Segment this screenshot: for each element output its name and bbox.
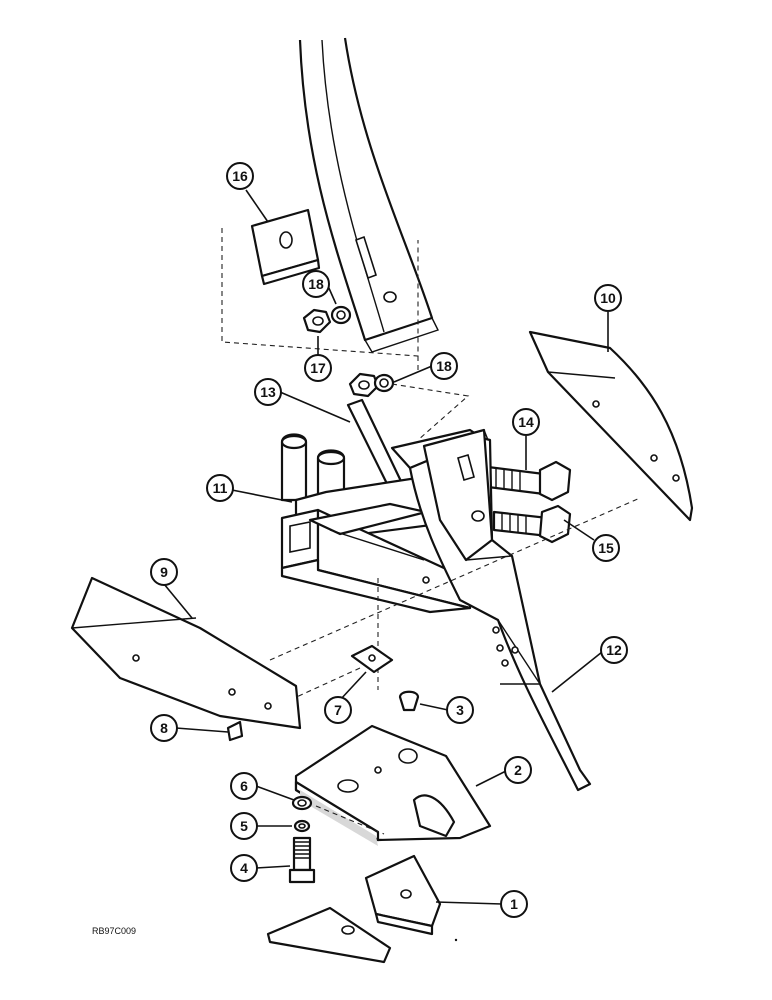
callout-label: 5 <box>240 818 248 834</box>
tip-1 <box>364 854 442 936</box>
frame-11 <box>280 433 482 614</box>
washer-6 <box>291 795 313 811</box>
callout-7: 7 <box>324 696 352 724</box>
nut-washer-upper <box>302 305 352 334</box>
callout-label: 2 <box>514 762 522 778</box>
wing-9 <box>70 576 302 730</box>
callout-label: 9 <box>160 564 168 580</box>
callout-label: 13 <box>260 384 276 400</box>
callout-3: 3 <box>446 696 474 724</box>
callout-label: 14 <box>518 414 534 430</box>
callout-label: 12 <box>606 642 622 658</box>
callout-label: 18 <box>308 276 324 292</box>
callout-label: 7 <box>334 702 342 718</box>
callout-18-upper: 18 <box>302 270 330 298</box>
reference-code: RB97C009 <box>92 926 136 936</box>
callout-6: 6 <box>230 772 258 800</box>
point-2 <box>294 724 492 846</box>
callout-label: 15 <box>598 540 614 556</box>
leader-lines <box>163 189 609 905</box>
callout-17: 17 <box>304 354 332 382</box>
speck <box>454 938 458 942</box>
curved-shank <box>298 37 439 353</box>
bolt-14 <box>478 460 572 502</box>
callout-8: 8 <box>150 714 178 742</box>
callout-label: 8 <box>160 720 168 736</box>
callout-13: 13 <box>254 378 282 406</box>
plow-bolt-8 <box>226 720 244 742</box>
plow-bolt-3 <box>398 690 420 712</box>
callout-11: 11 <box>206 474 234 502</box>
callout-label: 6 <box>240 778 248 794</box>
callout-label: 16 <box>232 168 248 184</box>
callout-label: 1 <box>510 896 518 912</box>
lockwasher-5 <box>293 819 311 833</box>
callout-label: 18 <box>436 358 452 374</box>
callout-9: 9 <box>150 558 178 586</box>
clip-7 <box>350 644 394 674</box>
callout-2: 2 <box>504 756 532 784</box>
callout-label: 3 <box>456 702 464 718</box>
callout-1: 1 <box>500 890 528 918</box>
nut-washer-lower <box>348 372 395 398</box>
callout-label: 4 <box>240 860 248 876</box>
bolt-4 <box>288 836 316 884</box>
callout-5: 5 <box>230 812 258 840</box>
callout-label: 10 <box>600 290 616 306</box>
callout-10: 10 <box>594 284 622 312</box>
callout-12: 12 <box>600 636 628 664</box>
wear-piece <box>266 906 392 964</box>
standard-12 <box>390 428 592 792</box>
callout-label: 11 <box>213 480 228 496</box>
callout-4: 4 <box>230 854 258 882</box>
callout-15: 15 <box>592 534 620 562</box>
bolt-15 <box>492 504 572 544</box>
square-plate-16 <box>250 208 321 286</box>
callout-label: 17 <box>310 360 326 376</box>
callout-14: 14 <box>512 408 540 436</box>
wing-10 <box>528 330 694 522</box>
callout-16: 16 <box>226 162 254 190</box>
callout-18-lower: 18 <box>430 352 458 380</box>
